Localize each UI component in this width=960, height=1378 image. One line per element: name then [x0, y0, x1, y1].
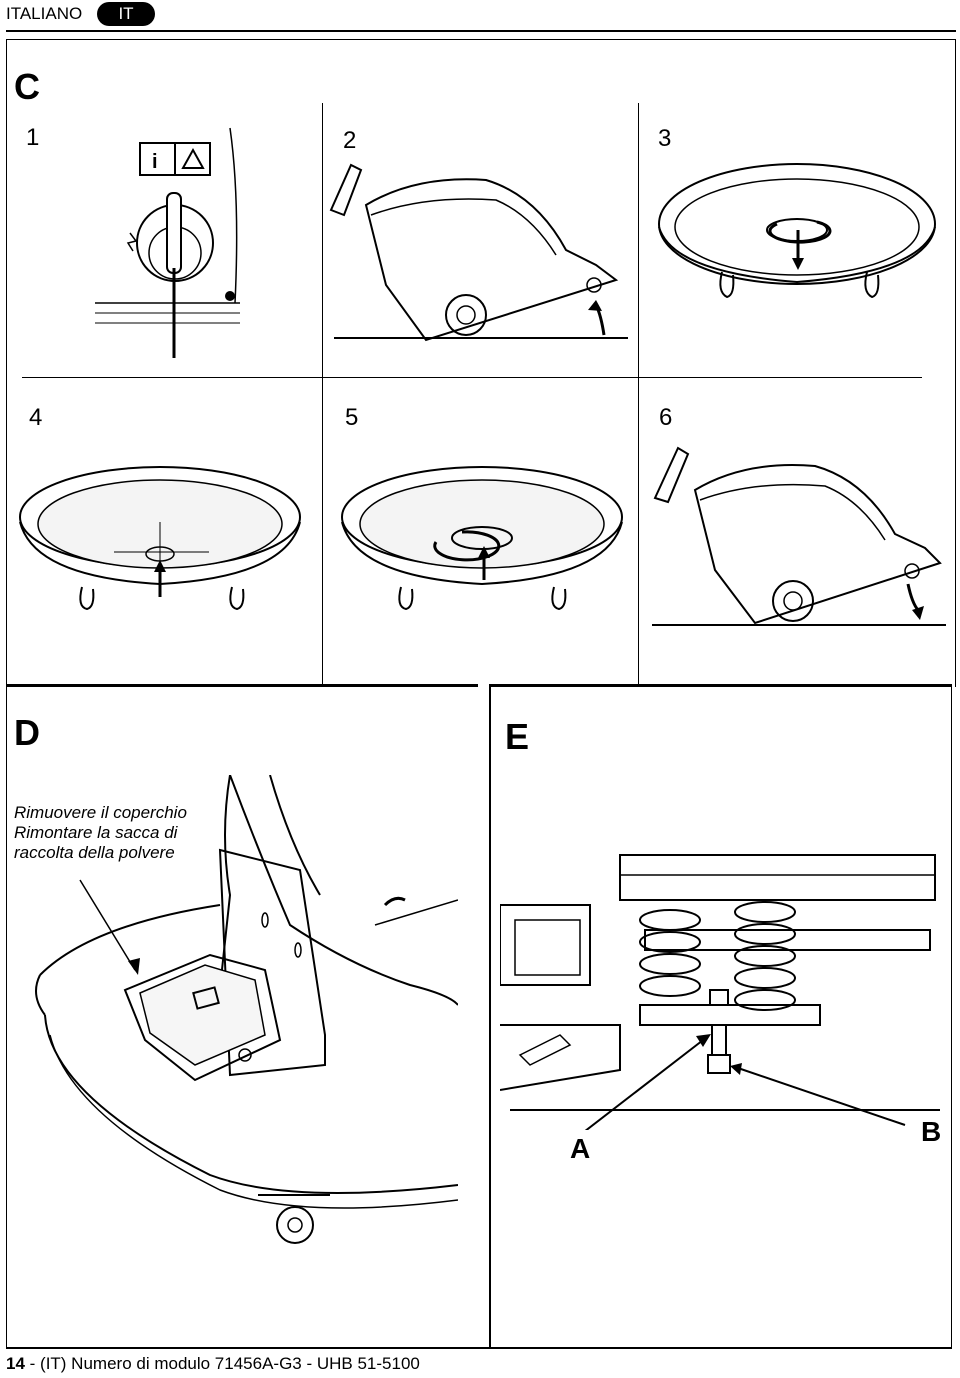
section-d-e-divider [489, 684, 491, 1348]
section-d-top-border [6, 684, 478, 687]
step-1-illustration: i [95, 127, 240, 358]
step-6-illustration [652, 446, 946, 626]
section-e-top-border [490, 684, 952, 687]
page-footer: 14 - (IT) Numero di modulo 71456A-G3 - U… [6, 1354, 420, 1374]
language-code-badge: IT [97, 2, 155, 26]
grid-divider-v1 [322, 103, 323, 685]
bottom-rule [6, 1347, 952, 1349]
svg-text:i: i [152, 151, 158, 173]
step-4-illustration [19, 466, 301, 611]
section-c-right-border [955, 39, 956, 687]
step-number-5: 5 [345, 404, 359, 431]
section-d-caption: Rimuovere il coperchio Rimontare la sacc… [14, 803, 187, 862]
section-e-illustration [500, 854, 940, 1130]
step-2-illustration [329, 163, 628, 342]
section-d-letter: D [14, 712, 40, 753]
step-number-2: 2 [343, 127, 357, 154]
section-c-letter: C [14, 66, 40, 107]
step-number-1: 1 [26, 124, 40, 151]
step-5-illustration [341, 466, 623, 611]
step-number-3: 3 [658, 125, 672, 152]
section-d-illustration [35, 775, 458, 1244]
grid-divider-v2 [638, 103, 639, 685]
header-rule [6, 30, 956, 32]
document-reference: - (IT) Numero di modulo 71456A-G3 - UHB … [24, 1354, 420, 1373]
step-number-4: 4 [29, 404, 43, 431]
section-e-letter: E [505, 716, 530, 757]
section-d-left-border [6, 684, 7, 1348]
section-c-top-border [6, 39, 956, 40]
language-label: ITALIANO [6, 4, 83, 23]
page-number: 14 [6, 1354, 25, 1373]
label-a: A [570, 1133, 591, 1164]
section-e-right-border [951, 684, 952, 1348]
section-c-left-border [6, 39, 7, 687]
step-3-illustration [658, 163, 936, 299]
grid-divider-h [22, 377, 922, 378]
label-b: B [921, 1116, 942, 1147]
step-number-6: 6 [659, 404, 673, 431]
